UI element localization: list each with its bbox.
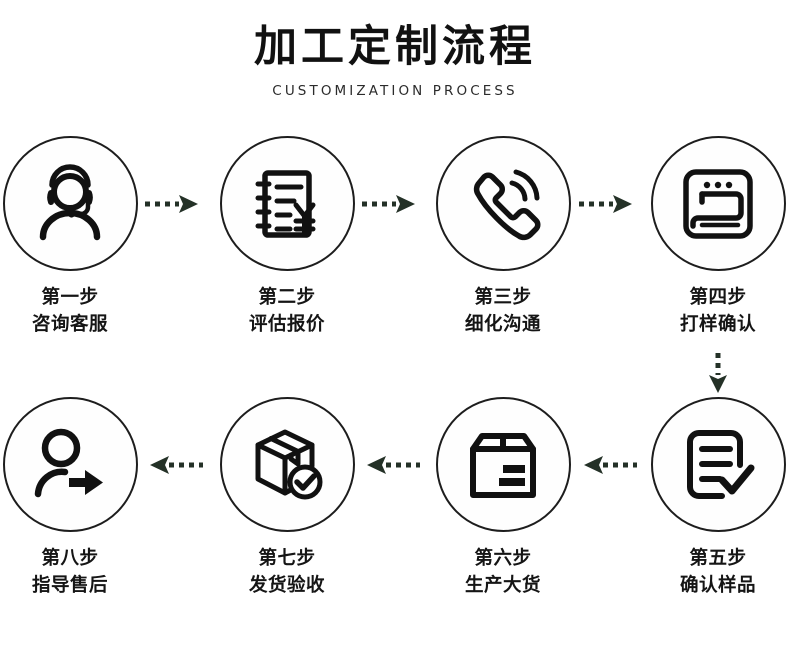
step-8-label: 第八步 指导售后: [0, 546, 150, 600]
carton-box-icon: [470, 432, 536, 498]
phone-call-icon: [473, 169, 541, 240]
step-6-step-name: 生产大货: [464, 574, 541, 596]
step-4-circle: [650, 136, 786, 271]
page-subtitle: CUSTOMIZATION PROCESS: [272, 82, 518, 99]
process-step-3[interactable]: 第三步 细化沟通: [423, 136, 583, 339]
step-6-label: 第六步 生产大货: [423, 546, 583, 600]
step-8-step-name: 指导售后: [31, 574, 108, 596]
header: 加工定制流程 CUSTOMIZATION PROCESS: [0, 0, 790, 99]
step-5-step-number: 第五步: [689, 548, 747, 569]
person-arrow-right-icon: [34, 428, 103, 497]
step-1-circle: [2, 136, 138, 271]
step-7-circle: [219, 397, 355, 532]
arrow-step-2-to-3: [360, 191, 422, 217]
arrow-step-4-to-5: [704, 351, 732, 397]
step-8-circle: [2, 397, 138, 532]
step-7-label: 第七步 发货验收: [207, 546, 367, 600]
step-4-step-name: 打样确认: [679, 313, 756, 335]
step-4-step-number: 第四步: [689, 287, 747, 308]
sewing-machine-icon: [683, 168, 753, 239]
step-4-label: 第四步 打样确认: [638, 285, 790, 339]
step-2-step-number: 第二步: [258, 287, 316, 308]
arrow-step-7-to-8: [143, 452, 205, 478]
arrow-step-5-to-6: [577, 452, 639, 478]
arrow-step-3-to-4: [577, 191, 639, 217]
customer-service-headset-icon: [39, 163, 101, 240]
step-3-step-number: 第三步: [474, 287, 532, 308]
page-title: 加工定制流程: [254, 22, 536, 72]
step-3-label: 第三步 细化沟通: [423, 285, 583, 339]
step-1-step-number: 第一步: [41, 287, 99, 308]
step-2-circle: [219, 136, 355, 271]
step-3-circle: [435, 136, 571, 271]
process-row-one: 第一步 咨询客服: [0, 136, 790, 351]
step-7-step-number: 第七步: [258, 548, 316, 569]
step-5-circle: [650, 397, 786, 532]
process-step-1[interactable]: 第一步 咨询客服: [0, 136, 150, 339]
checklist-approved-icon: [687, 429, 755, 499]
arrow-step-6-to-7: [360, 452, 422, 478]
step-5-label: 第五步 确认样品: [638, 546, 790, 600]
step-1-label: 第一步 咨询客服: [0, 285, 150, 339]
package-check-icon: [255, 429, 323, 499]
step-6-step-number: 第六步: [474, 548, 532, 569]
process-row-two: 第八步 指导售后: [0, 397, 790, 612]
process-step-7[interactable]: 第七步 发货验收: [207, 397, 367, 600]
process-step-5[interactable]: 第五步 确认样品: [638, 397, 790, 600]
process-step-8[interactable]: 第八步 指导售后: [0, 397, 150, 600]
process-step-6[interactable]: 第六步 生产大货: [423, 397, 583, 600]
step-2-step-name: 评估报价: [248, 313, 325, 335]
process-step-4[interactable]: 第四步 打样确认: [638, 136, 790, 339]
step-7-step-name: 发货验收: [248, 574, 325, 596]
step-3-step-name: 细化沟通: [464, 313, 541, 335]
arrow-step-1-to-2: [143, 191, 205, 217]
step-8-step-number: 第八步: [41, 548, 99, 569]
step-6-circle: [435, 397, 571, 532]
quotation-document-yuan-icon: [255, 169, 316, 238]
step-1-step-name: 咨询客服: [31, 313, 108, 335]
step-2-label: 第二步 评估报价: [207, 285, 367, 339]
step-5-step-name: 确认样品: [679, 574, 756, 596]
process-step-2[interactable]: 第二步 评估报价: [207, 136, 367, 339]
